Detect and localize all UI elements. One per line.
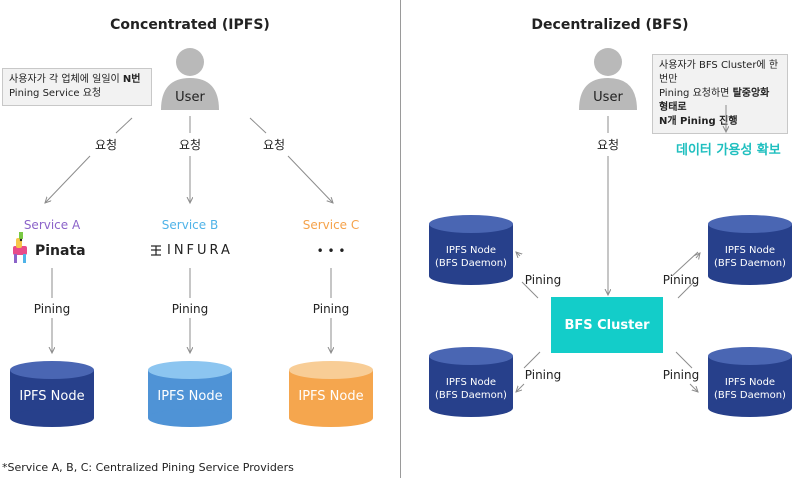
bfs-node-cylinder-tr xyxy=(708,215,792,285)
left-note-emphasis: N번 xyxy=(122,74,141,85)
request-label-a: 요청 xyxy=(94,138,118,152)
bfs-node-cylinder-tl xyxy=(429,215,513,285)
left-title: Concentrated (IPFS) xyxy=(110,17,270,33)
arrow-user-to-a xyxy=(45,155,91,203)
left-user-label: User xyxy=(175,90,205,105)
right-note: 사용자가 BFS Cluster에 한 번만 Pining 요청하면 탈중앙화 … xyxy=(652,54,788,134)
availability-label: 데이터 가용성 확보 xyxy=(676,143,781,158)
ipfs-node-label-c: IPFS Node xyxy=(298,389,364,404)
arrow-cluster-to-bl-upper xyxy=(523,351,541,369)
request-label-c: 요청 xyxy=(262,138,286,152)
service-c-logo-dots: • • • xyxy=(316,244,346,258)
bfs-node-label-tr: IPFS Node (BFS Daemon) xyxy=(708,244,792,270)
infura-logo-text: INFURA xyxy=(167,243,233,258)
arrow-user-to-c xyxy=(287,155,333,203)
bfs-node-label-br: IPFS Node (BFS Daemon) xyxy=(708,376,792,402)
ipfs-node-cylinder-b xyxy=(148,361,232,427)
arrow-user-to-c-upper xyxy=(249,117,267,134)
infura-logo-icon xyxy=(151,245,161,256)
bfs-node-tr-line2: (BFS Daemon) xyxy=(714,258,786,269)
pining-label-tl: Pining xyxy=(524,273,562,287)
bfs-node-label-bl: IPFS Node (BFS Daemon) xyxy=(429,376,513,402)
left-user-icon xyxy=(161,48,219,110)
bfs-node-cylinder-br xyxy=(708,347,792,417)
section-divider xyxy=(400,0,401,478)
service-b-name: Service B xyxy=(161,218,219,232)
bfs-cluster-box: BFS Cluster xyxy=(551,297,663,353)
arrow-cluster-to-tr-mid xyxy=(671,251,699,277)
arrow-cluster-to-tl xyxy=(516,252,520,256)
pining-label-c: Pining xyxy=(312,302,350,316)
pining-label-b: Pining xyxy=(171,302,209,316)
arrow-cluster-to-bl xyxy=(516,383,525,392)
left-note-line2: Pining Service 요청 xyxy=(9,88,102,99)
right-note-line2: Pining 요청하면 xyxy=(659,88,733,99)
pining-label-bl: Pining xyxy=(524,368,562,382)
ipfs-node-label-b: IPFS Node xyxy=(157,389,223,404)
service-c-name: Service C xyxy=(302,218,360,232)
arrow-cluster-to-tl-lower xyxy=(521,281,539,299)
ipfs-node-cylinder-a xyxy=(10,361,94,427)
bfs-node-br-line1: IPFS Node xyxy=(724,377,776,388)
bfs-node-tl-line2: (BFS Daemon) xyxy=(435,258,507,269)
arrow-user-to-a-upper xyxy=(115,117,133,134)
service-a-name: Service A xyxy=(23,218,81,232)
bfs-node-cylinder-bl xyxy=(429,347,513,417)
pinata-logo-text: Pinata xyxy=(35,243,86,259)
bfs-node-label-tl: IPFS Node (BFS Daemon) xyxy=(429,244,513,270)
pining-label-br: Pining xyxy=(662,368,700,382)
left-note: 사용자가 각 업체에 일일이 N번 Pining Service 요청 xyxy=(2,68,152,106)
bfs-node-tl-line1: IPFS Node xyxy=(445,245,497,256)
ipfs-node-label-a: IPFS Node xyxy=(19,389,85,404)
bfs-node-bl-line2: (BFS Daemon) xyxy=(435,390,507,401)
bfs-node-br-line2: (BFS Daemon) xyxy=(714,390,786,401)
right-note-line3: N개 Pining 진행 xyxy=(659,116,738,127)
footnote: *Service A, B, C: Centralized Pining Ser… xyxy=(2,461,294,474)
right-note-line1: 사용자가 BFS Cluster에 한 번만 xyxy=(659,60,779,85)
pining-label-a: Pining xyxy=(33,302,71,316)
left-note-line1: 사용자가 각 업체에 일일이 xyxy=(9,74,123,85)
request-label-b: 요청 xyxy=(178,138,202,152)
arrow-cluster-to-tr-lower xyxy=(677,281,695,299)
arrow-cluster-to-br xyxy=(689,383,698,392)
request-label-right: 요청 xyxy=(596,138,620,152)
arrow-cluster-to-br-upper xyxy=(675,351,693,369)
right-user-label: User xyxy=(593,90,623,105)
pinata-logo-icon xyxy=(13,232,27,263)
bfs-node-bl-line1: IPFS Node xyxy=(445,377,497,388)
arrow-cluster-to-tr xyxy=(696,253,700,258)
ipfs-node-cylinder-c xyxy=(289,361,373,427)
right-title: Decentralized (BFS) xyxy=(531,17,689,33)
bfs-node-tr-line1: IPFS Node xyxy=(724,245,776,256)
right-note-emphasis: 탈중앙화 형태로 xyxy=(659,88,770,113)
pining-label-tr: Pining xyxy=(662,273,700,287)
right-user-icon xyxy=(579,48,637,110)
